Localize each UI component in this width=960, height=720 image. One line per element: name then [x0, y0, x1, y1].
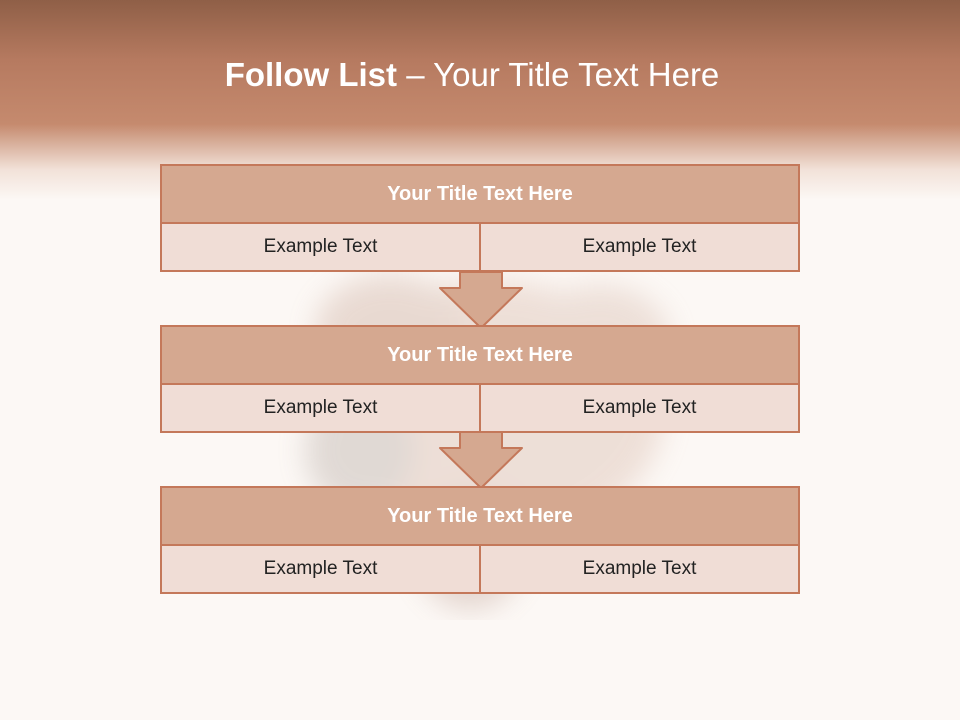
- block-cell-left: Example Text: [162, 546, 479, 592]
- block-title: Your Title Text Here: [162, 327, 798, 383]
- block-cells: Example Text Example Text: [162, 224, 798, 270]
- block-cell-right: Example Text: [481, 224, 798, 270]
- block-title: Your Title Text Here: [162, 166, 798, 222]
- list-block-2: Your Title Text Here Example Text Exampl…: [160, 325, 800, 433]
- block-cells: Example Text Example Text: [162, 546, 798, 592]
- slide-title-rest: – Your Title Text Here: [406, 56, 720, 93]
- slide-title: Follow List – Your Title Text Here: [0, 56, 944, 94]
- list-block-3: Your Title Text Here Example Text Exampl…: [160, 486, 800, 594]
- slide-title-bold: Follow List: [224, 56, 398, 93]
- block-title: Your Title Text Here: [162, 488, 798, 544]
- block-cell-left: Example Text: [162, 385, 479, 431]
- block-cells: Example Text Example Text: [162, 385, 798, 431]
- block-cell-right: Example Text: [481, 546, 798, 592]
- block-cell-right: Example Text: [481, 385, 798, 431]
- block-cell-left: Example Text: [162, 224, 479, 270]
- down-arrow-icon: [439, 272, 523, 329]
- list-block-1: Your Title Text Here Example Text Exampl…: [160, 164, 800, 272]
- down-arrow-icon: [439, 432, 523, 489]
